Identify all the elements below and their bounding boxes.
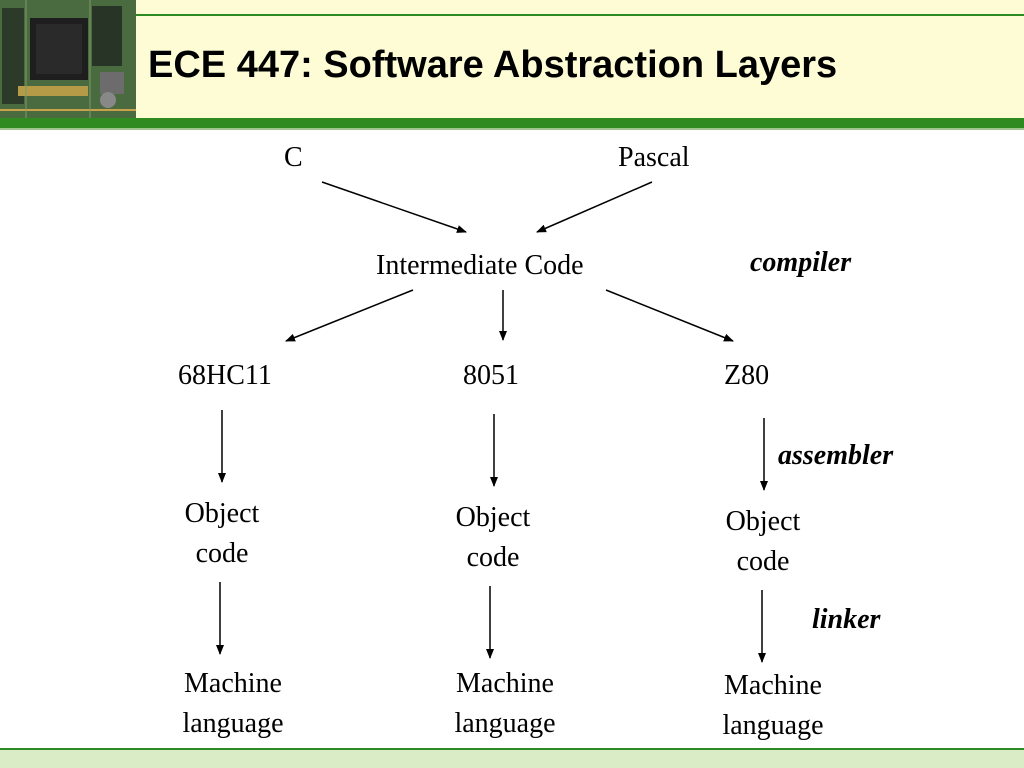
language-pascal-label: Pascal (618, 142, 690, 173)
machine-language-line1: Machine (724, 670, 822, 701)
header-divider (0, 118, 1024, 128)
machine-language-label-1: Machine language (168, 664, 298, 744)
arrow-pascal-to-intermediate (536, 181, 653, 233)
machine-language-line1: Machine (456, 668, 554, 699)
slide-header: ECE 447: Software Abstraction Layers (0, 0, 1024, 122)
target-z80-label: Z80 (724, 360, 770, 391)
footer-band (0, 748, 1024, 768)
machine-language-line2: language (722, 710, 824, 741)
arrow-c-to-intermediate (321, 181, 467, 233)
intermediate-code-label: Intermediate Code (376, 250, 584, 281)
object-code-line1: Object (725, 506, 801, 537)
object-code-label-1: Object code (172, 494, 272, 574)
object-code-line1: Object (184, 498, 260, 529)
header-divider-shade (0, 128, 1024, 130)
machine-language-label-2: Machine language (440, 664, 570, 744)
arrow-intermediate-to-68hc11 (285, 289, 414, 342)
machine-language-line2: language (454, 708, 556, 739)
language-c-label: C (284, 142, 303, 173)
object-code-label-3: Object code (713, 502, 813, 582)
object-code-line1: Object (455, 502, 531, 533)
compiler-label: compiler (750, 247, 852, 278)
arrow-intermediate-to-z80 (605, 289, 734, 342)
machine-language-label-3: Machine language (708, 666, 838, 746)
object-code-line2: code (195, 538, 249, 569)
object-code-line2: code (736, 546, 790, 577)
assembler-label: assembler (778, 440, 894, 471)
header-top-rule (136, 14, 1024, 16)
circuit-board-image (0, 0, 136, 118)
object-code-line2: code (466, 542, 520, 573)
machine-language-line1: Machine (184, 668, 282, 699)
machine-language-line2: language (182, 708, 284, 739)
linker-label: linker (812, 604, 881, 635)
target-8051-label: 8051 (463, 360, 519, 391)
target-68hc11-label: 68HC11 (178, 360, 272, 391)
object-code-label-2: Object code (443, 498, 543, 578)
slide-title: ECE 447: Software Abstraction Layers (148, 44, 838, 86)
